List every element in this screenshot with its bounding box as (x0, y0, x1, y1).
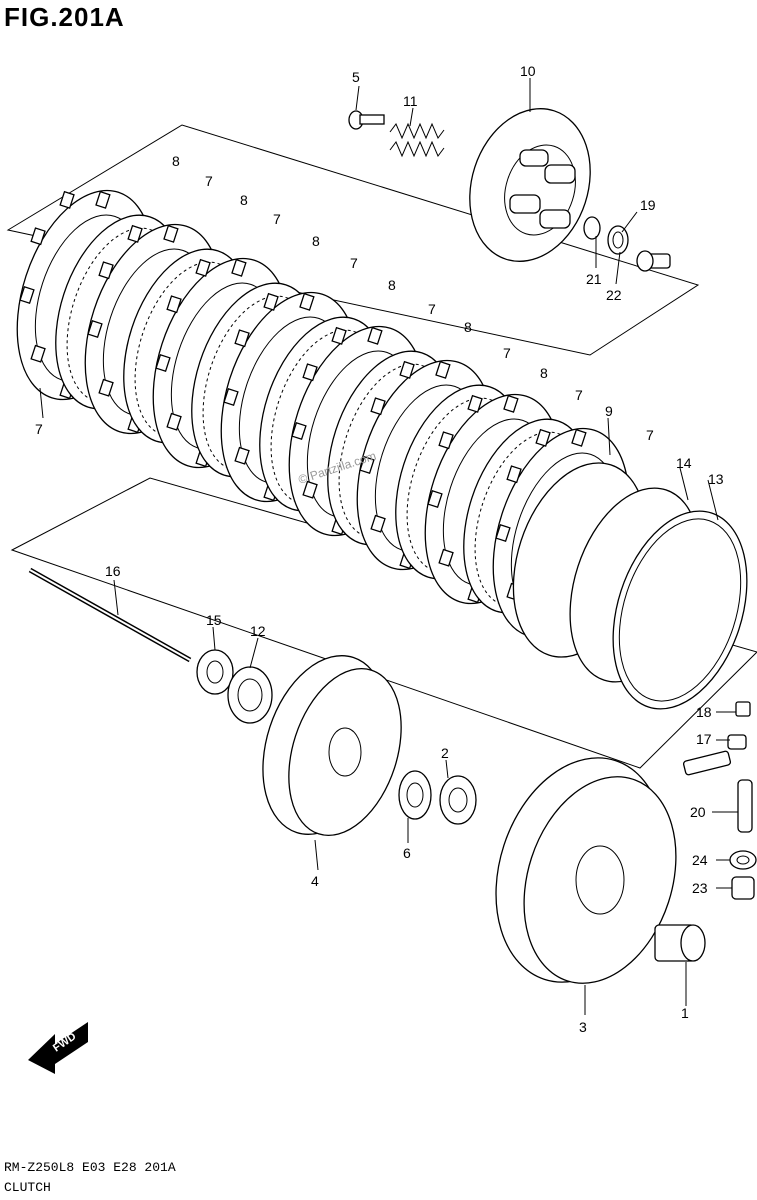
fwd-arrow-icon: FWD (28, 1022, 88, 1074)
part-24-oil-seal (729, 850, 757, 870)
callout-8c: 8 (312, 233, 320, 249)
lower-assembly-frame (10, 477, 757, 769)
callout-4: 4 (311, 873, 319, 889)
figure-title: FIG.201A (4, 2, 125, 32)
callout-8b: 8 (240, 192, 248, 208)
callout-7d: 7 (350, 255, 358, 271)
part-18-bolt (735, 701, 751, 717)
callout-labels: 1 2 3 4 5 6 7 7 7 7 7 7 7 7 8 8 8 8 8 8 … (35, 63, 724, 1035)
callout-9: 9 (605, 403, 613, 419)
callout-12: 12 (250, 623, 266, 639)
callout-7a: 7 (35, 421, 43, 437)
callout-7b: 7 (205, 173, 213, 189)
callout-21: 21 (586, 271, 602, 287)
callout-18: 18 (696, 704, 712, 720)
callout-8a: 8 (172, 153, 180, 169)
callout-23: 23 (692, 880, 708, 896)
part-19-bolt (636, 250, 671, 272)
part-3-clutch-housing (495, 757, 677, 984)
callout-17: 17 (696, 731, 712, 747)
callout-7e: 7 (428, 301, 436, 317)
callout-24: 24 (692, 852, 708, 868)
callout-19: 19 (640, 197, 656, 213)
upper-assembly-frame (6, 124, 700, 356)
part-6-thrust-washer (398, 770, 432, 820)
part-4-sleeve-hub (262, 655, 402, 837)
part-22-bearing (607, 225, 629, 255)
callout-13: 13 (708, 471, 724, 487)
callout-15: 15 (206, 612, 222, 628)
part-13-wire-ring (612, 510, 748, 710)
part-1-spacer (654, 924, 706, 962)
part-10-pressure-plate (469, 108, 591, 262)
model-code: RM-Z250L8 E03 E28 201A (4, 1160, 176, 1175)
callout-22: 22 (606, 287, 622, 303)
callout-14: 14 (676, 455, 692, 471)
callout-5: 5 (352, 69, 360, 85)
callout-11: 11 (403, 93, 418, 109)
callout-8e: 8 (464, 319, 472, 335)
callout-2: 2 (441, 745, 449, 761)
part-23-bearing (731, 876, 755, 900)
part-20-release-camshaft (682, 750, 753, 833)
callout-8f: 8 (540, 365, 548, 381)
callout-7c: 7 (273, 211, 281, 227)
callout-10: 10 (520, 63, 536, 79)
callout-6: 6 (403, 845, 411, 861)
part-2-needle-bearing (439, 775, 477, 825)
part-12-lock-washer (227, 666, 273, 724)
callout-7f: 7 (503, 345, 511, 361)
part-5-bolt (348, 110, 385, 130)
callout-7h: 7 (646, 427, 654, 443)
callout-7g: 7 (575, 387, 583, 403)
part-15-nut (196, 649, 234, 695)
callout-8d: 8 (388, 277, 396, 293)
figure-caption: CLUTCH (4, 1180, 51, 1195)
callout-1: 1 (681, 1005, 689, 1021)
callout-leaders (39, 78, 738, 1015)
callout-3: 3 (579, 1019, 587, 1035)
callout-16: 16 (105, 563, 121, 579)
part-11-spring (389, 122, 445, 158)
part-21-washer (583, 216, 601, 240)
callout-20: 20 (690, 804, 706, 820)
part-17-holder (727, 734, 747, 750)
